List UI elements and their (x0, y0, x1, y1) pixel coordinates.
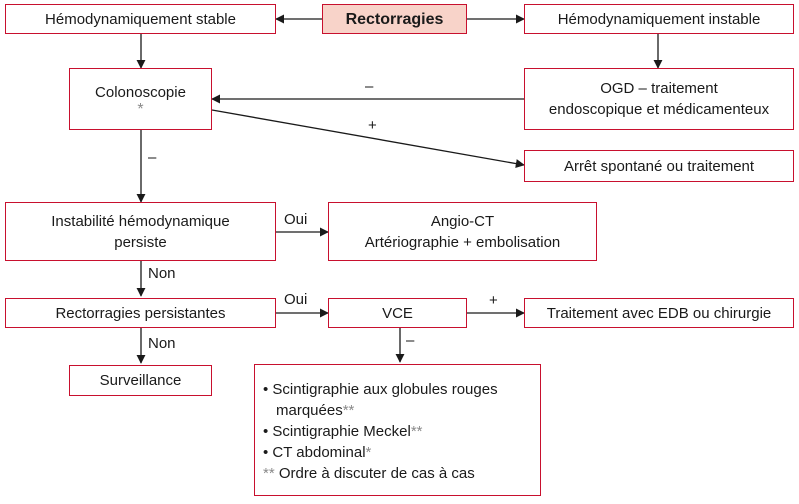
traitement-label: Traitement avec EDB ou chirurgie (546, 304, 772, 322)
list-item-scintigraphie-gr-cont: marquées** (263, 400, 354, 421)
edge-label-non-2: Non (148, 335, 176, 352)
persistantes-box: Rectorragies persistantes (5, 298, 276, 328)
list-item-scintigraphie-gr-mark: ** (342, 402, 355, 419)
list-item-scintigraphie-meckel: • Scintigraphie Meckel** (263, 421, 423, 442)
angio-box: Angio-CT Artériographie + embolisation (328, 202, 597, 261)
angio-label-line1: Angio-CT (430, 212, 495, 230)
list-item-scintigraphie-gr: • Scintigraphie aux globules rouges (263, 379, 498, 400)
list-item-ct-abdominal-mark: * (365, 444, 372, 461)
edge-label-oui-2: Oui (284, 291, 308, 308)
edge-label-oui-1: Oui (284, 211, 308, 228)
list-footnote-text: Ordre à discuter de cas à cas (274, 465, 475, 482)
ogd-box: OGD – traitement endoscopique et médicam… (524, 68, 794, 130)
surveillance-box: Surveillance (69, 365, 212, 396)
list-item-scintigraphie-gr-line1: • Scintigraphie aux globules rouges (263, 381, 498, 398)
arrow-colonoscopie-to-arret (211, 109, 525, 169)
rectorragies-label: Rectorragies (345, 10, 444, 28)
edge-label-colo-to-arret: + (368, 117, 377, 134)
edge-label-ogd-to-colo: – (365, 78, 374, 95)
edge-label-colo-down: – (148, 149, 157, 166)
arret-box: Arrêt spontané ou traitement (524, 150, 794, 182)
rectorragies-box: Rectorragies (322, 4, 467, 34)
colonoscopie-asterisk: * (137, 100, 144, 118)
vce-box: VCE (328, 298, 467, 328)
persistantes-label: Rectorragies persistantes (55, 304, 226, 322)
instabilite-label-line1: Instabilité hémodynamique (51, 212, 230, 230)
edge-label-non-1: Non (148, 265, 176, 282)
list-item-ct-abdominal-text: • CT abdominal (263, 444, 366, 461)
ogd-label-line1: OGD – traitement (600, 80, 718, 97)
list-item-scintigraphie-meckel-text: • Scintigraphie Meckel (263, 423, 411, 440)
colonoscopie-label: Colonoscopie (95, 83, 186, 101)
stable-label: Hémodynamiquement stable (45, 10, 236, 28)
list-footnote-mark: ** (263, 465, 275, 482)
ogd-label-line2: endoscopique et médicamenteux (548, 101, 770, 118)
vce-label: VCE (382, 304, 413, 322)
instable-box: Hémodynamiquement instable (524, 4, 794, 34)
examens-list-box: • Scintigraphie aux globules rouges marq… (254, 364, 541, 496)
surveillance-label: Surveillance (99, 372, 182, 389)
arret-label: Arrêt spontané ou traitement (563, 157, 755, 175)
instable-label: Hémodynamiquement instable (557, 10, 761, 28)
list-item-ct-abdominal: • CT abdominal* (263, 442, 371, 463)
colonoscopie-box: Colonoscopie * (69, 68, 212, 130)
edge-label-vce-plus: + (489, 292, 498, 309)
angio-label-line2: Artériographie + embolisation (364, 233, 561, 251)
list-footnote: ** Ordre à discuter de cas à cas (263, 463, 475, 484)
instabilite-label-line2: persiste (114, 233, 167, 251)
instabilite-box: Instabilité hémodynamique persiste (5, 202, 276, 261)
stable-box: Hémodynamiquement stable (5, 4, 276, 34)
traitement-box: Traitement avec EDB ou chirurgie (524, 298, 794, 328)
edge-label-vce-minus: – (406, 332, 415, 349)
list-item-scintigraphie-meckel-mark: ** (410, 423, 423, 440)
list-item-scintigraphie-gr-line2: marquées (276, 402, 343, 419)
